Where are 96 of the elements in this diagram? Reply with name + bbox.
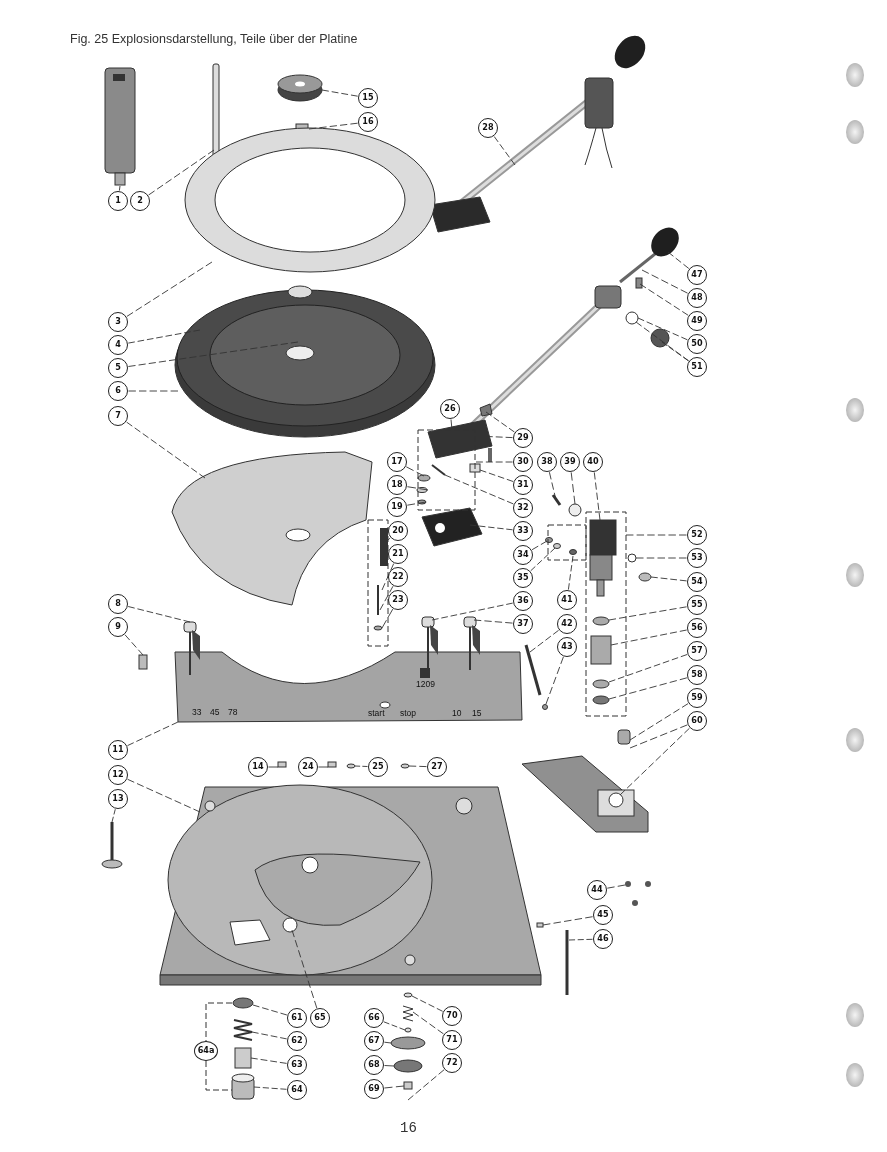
leader-line [407, 1069, 445, 1101]
leader-line [567, 555, 574, 591]
plate-marking: 45 [210, 707, 220, 717]
leader-line [252, 1004, 288, 1016]
callout-number: 56 [687, 618, 707, 638]
leader-line [379, 585, 394, 611]
leader-line [127, 778, 201, 813]
leader-line [444, 474, 514, 505]
leader-line [531, 540, 548, 551]
plate-marking: 15 [472, 708, 482, 718]
leader-line [485, 411, 515, 433]
callout-number: 57 [687, 641, 707, 661]
leader-line [148, 149, 215, 196]
leader-line [126, 421, 206, 479]
leader-line [635, 321, 690, 362]
leader-line [475, 461, 513, 463]
leader-line [606, 884, 626, 889]
leader-line [253, 1086, 287, 1090]
leader-line [291, 929, 318, 1009]
leader-line [629, 703, 689, 741]
leader-line [593, 471, 601, 521]
callout-number: 49 [687, 311, 707, 331]
leader-line [610, 629, 688, 646]
leader-line [405, 466, 425, 477]
leader-line [387, 537, 391, 541]
callout-number: 59 [687, 688, 707, 708]
leader-line [251, 1031, 288, 1040]
callout-number: 60 [687, 711, 707, 731]
leader-line [381, 608, 394, 629]
leader-line [530, 547, 556, 572]
leader-line [127, 329, 201, 344]
leader-line [431, 602, 514, 621]
leader-line [354, 765, 368, 767]
leader-line [406, 501, 427, 506]
leader-line [608, 654, 688, 683]
leader-line [124, 634, 144, 656]
leader-line [641, 269, 689, 294]
leader-line [383, 1085, 405, 1089]
plate-marking: 33 [192, 707, 202, 717]
leader-line [619, 727, 690, 796]
leader-line [127, 341, 299, 367]
leader-line [118, 185, 121, 192]
leader-line [608, 677, 688, 700]
plate-marking: 78 [228, 707, 238, 717]
leader-line [111, 808, 116, 823]
leader-line [126, 261, 213, 317]
leader-line [318, 766, 329, 768]
leader-line [548, 471, 557, 501]
leader-line [268, 766, 279, 768]
leader-line [384, 1065, 395, 1067]
leader-line [493, 136, 516, 166]
plate-marking: stop [400, 708, 417, 718]
leader-line [383, 1041, 392, 1044]
leader-line [321, 89, 359, 97]
callout-number: 58 [687, 665, 707, 685]
callout-number: 54 [687, 572, 707, 592]
leader-line [629, 724, 688, 749]
leader-line [667, 251, 690, 269]
leader-line [412, 1011, 444, 1035]
leader-line [545, 656, 564, 705]
leader-line [568, 938, 593, 941]
leader-line [639, 283, 689, 316]
leader-line [406, 486, 429, 491]
leader-line [661, 341, 689, 362]
leader-line [127, 606, 191, 623]
callout-number: 48 [687, 288, 707, 308]
leader-line [127, 721, 179, 747]
leader-line [637, 317, 688, 341]
leader-line [411, 995, 444, 1012]
page-number: 16 [400, 1120, 417, 1136]
callout-number: 47 [687, 265, 707, 285]
leader-line [469, 524, 514, 531]
leader-line [650, 576, 688, 582]
plate-marking: 10 [452, 708, 462, 718]
leader-line [381, 563, 395, 591]
leader-line [608, 606, 688, 621]
leader-line [308, 122, 359, 130]
leader-line [408, 765, 427, 768]
callout-number: 52 [687, 525, 707, 545]
leader-line [542, 916, 594, 926]
plate-marking: 1209 [416, 679, 435, 689]
leader-line [128, 390, 179, 392]
leader-line [250, 1057, 288, 1064]
leader-line [479, 469, 514, 482]
leader-line [473, 619, 513, 624]
leader-line [625, 534, 687, 536]
figure-title: Fig. 25 Explosionsdarstellung, Teile über der Platine [70, 32, 358, 46]
leader-line [635, 557, 687, 559]
leader-line [570, 471, 576, 505]
leader-line [383, 1021, 406, 1031]
callout-number: 50 [687, 334, 707, 354]
callout-number: 51 [687, 357, 707, 377]
plate-marking: start [368, 708, 385, 718]
leader-line [529, 629, 560, 653]
callout-number: 53 [687, 548, 707, 568]
callout-number: 55 [687, 595, 707, 615]
